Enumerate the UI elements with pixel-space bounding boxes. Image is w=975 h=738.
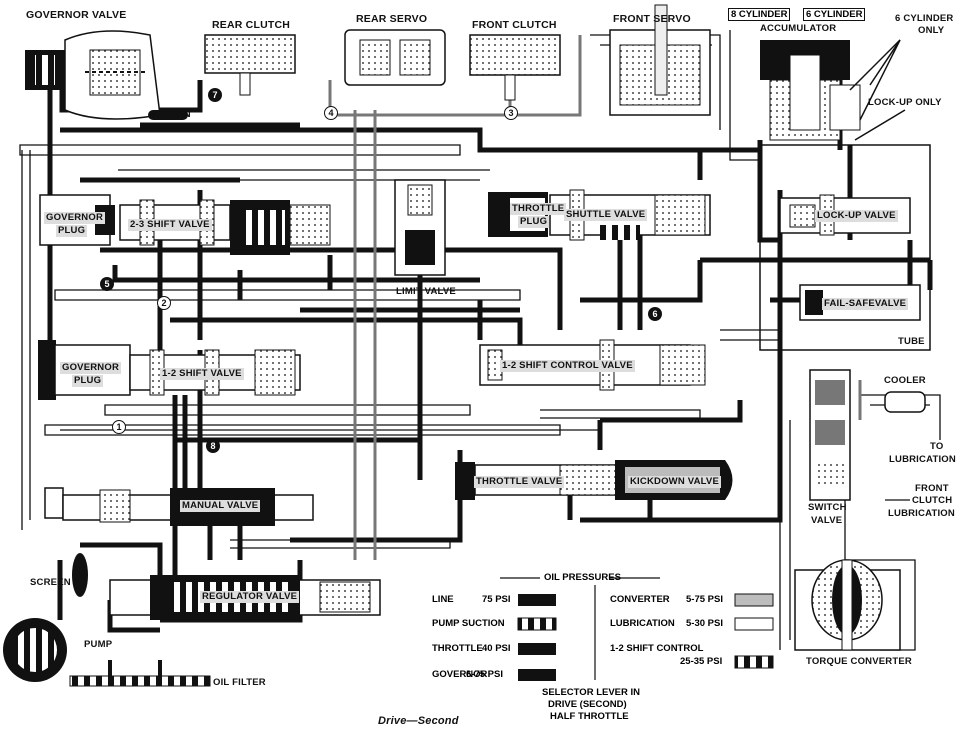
front-clutch-label: FRONT CLUTCH (472, 19, 557, 31)
front-clutch-body (469, 34, 561, 101)
governor-plug-mid-label-1: GOVERNOR (60, 362, 122, 374)
rear-clutch-body (204, 34, 296, 96)
swatch-line (518, 594, 556, 606)
screen-element-top (148, 110, 188, 120)
torque-converter-label: TORQUE CONVERTER (806, 656, 912, 667)
legend-throttle-name: THROTTLE (432, 643, 483, 654)
legend-swatches (500, 577, 774, 681)
six-cylinder-only-label-1: 6 CYLINDER (895, 13, 954, 24)
passage-number-2: 2 (157, 296, 171, 310)
governor-plug-top-label-2: PLUG (56, 225, 88, 237)
converter-passages (328, 35, 862, 560)
legend-shift-control-value: 25-35 PSI (680, 656, 723, 667)
lock-up-only-label: LOCK-UP ONLY (868, 97, 942, 108)
limit-valve-body (394, 179, 446, 276)
legend-title: OIL PRESSURES (544, 572, 621, 583)
passage-number-3: 3 (504, 106, 518, 120)
governor-valve-body (25, 30, 161, 120)
shift-2-3-valve-label: 2-3 SHIFT VALVE (128, 219, 212, 231)
swatch-lubrication (734, 617, 774, 631)
regulator-valve-label: REGULATOR VALVE (200, 591, 300, 603)
swatch-pump-suction (517, 617, 557, 631)
throttle-valve-label: THROTTLE VALVE (474, 476, 565, 488)
switch-valve-label-2: VALVE (811, 515, 843, 526)
pump-body (3, 618, 67, 682)
rear-servo-body (344, 29, 446, 86)
screen-top-label: SCREEN (150, 109, 191, 120)
selector-lever-label-2: DRIVE (SECOND) (548, 699, 627, 710)
legend-shift-control-name: 1-2 SHIFT CONTROL (610, 643, 704, 654)
front-servo-body (609, 4, 711, 116)
torque-converter-body (794, 559, 901, 651)
shift-1-2-valve-label: 1-2 SHIFT VALVE (160, 368, 244, 380)
lock-up-only-box (759, 144, 931, 351)
legend-line-value: 75 PSI (482, 594, 511, 605)
front-clutch-lubrication-label-2: CLUTCH (912, 495, 953, 506)
shuttle-valve-label: SHUTTLE VALVE (564, 209, 648, 221)
governor-plug-top-label-1: GOVERNOR (44, 212, 106, 224)
lock-up-valve-label: LOCK-UP VALVE (815, 210, 898, 222)
legend-pump-suction-name: PUMP SUCTION (432, 618, 505, 629)
swatch-throttle (518, 643, 556, 655)
legend-throttle-value: 40 PSI (482, 643, 511, 654)
front-servo-label: FRONT SERVO (613, 13, 691, 25)
legend-lubrication-value: 5-30 PSI (686, 618, 723, 629)
passage-number-5: 5 (100, 277, 114, 291)
shift-1-2-control-valve-label: 1-2 SHIFT CONTROL VALVE (500, 360, 635, 372)
legend-line-name: LINE (432, 594, 454, 605)
legend-lubrication-name: LUBRICATION (610, 618, 675, 629)
swatch-converter (734, 593, 774, 607)
selector-lever-label-3: HALF THROTTLE (550, 711, 629, 722)
cooler-body (884, 391, 926, 413)
switch-valve-label-1: SWITCH (808, 502, 847, 513)
six-cylinder-pointer-arrows (849, 39, 906, 141)
passage-number-4: 4 (324, 106, 338, 120)
oil-filter-body (69, 660, 211, 687)
to-lubrication-label-2: LUBRICATION (889, 454, 956, 465)
accumulator-label: ACCUMULATOR (760, 23, 837, 34)
to-lubrication-label-1: TO (930, 441, 944, 452)
diagram-caption: Drive—Second (378, 715, 459, 727)
swatch-governor (518, 669, 556, 681)
swatch-shift-control (734, 655, 774, 669)
rear-clutch-label: REAR CLUTCH (212, 19, 291, 31)
tube-label: TUBE (898, 336, 925, 347)
fail-safe-valve-label: FAIL-SAFEVALVE (822, 298, 909, 310)
passage-number-8: 8 (206, 439, 220, 453)
governor-valve-label: GOVERNOR VALVE (26, 9, 127, 21)
limit-valve-label: LIMIT VALVE (396, 286, 456, 297)
screen-element-bottom (72, 553, 88, 597)
manual-valve-body (44, 487, 314, 526)
accumulator-body (760, 40, 861, 141)
legend-governor-name: GOVERNOR (432, 669, 488, 680)
throttle-kickdown-body (455, 460, 733, 500)
legend-governor-value: 6-75 PSI (466, 669, 503, 680)
six-cylinder-only-label-2: ONLY (918, 25, 945, 36)
switch-valve-body (809, 369, 851, 501)
legend-converter-name: CONVERTER (610, 594, 670, 605)
passage-number-6: 6 (648, 307, 662, 321)
cooler-label: COOLER (884, 375, 926, 386)
passage-number-1: 1 (112, 420, 126, 434)
six-cylinder-label: 6 CYLINDER (803, 8, 866, 21)
screen-bottom-label: SCREEN (30, 577, 71, 588)
passage-number-7: 7 (208, 88, 222, 102)
kickdown-valve-label: KICKDOWN VALVE (628, 476, 722, 488)
rear-servo-label: REAR SERVO (356, 13, 428, 25)
throttle-plug-label-1: THROTTLE (510, 203, 567, 215)
front-clutch-lubrication-label-1: FRONT (915, 483, 949, 494)
manual-valve-label: MANUAL VALVE (180, 500, 261, 512)
pump-label: PUMP (84, 639, 113, 650)
governor-plug-mid-label-2: PLUG (72, 375, 104, 387)
legend-converter-value: 5-75 PSI (686, 594, 723, 605)
shuttle-valve-body (549, 189, 711, 241)
eight-cylinder-label: 8 CYLINDER (728, 8, 791, 21)
selector-lever-label-1: SELECTOR LEVER IN (542, 687, 641, 698)
oil-filter-label: OIL FILTER (213, 677, 266, 688)
throttle-plug-label-2: PLUG (518, 216, 550, 228)
throttle-plug-body (488, 192, 548, 237)
front-clutch-lubrication-label-3: LUBRICATION (888, 508, 955, 519)
